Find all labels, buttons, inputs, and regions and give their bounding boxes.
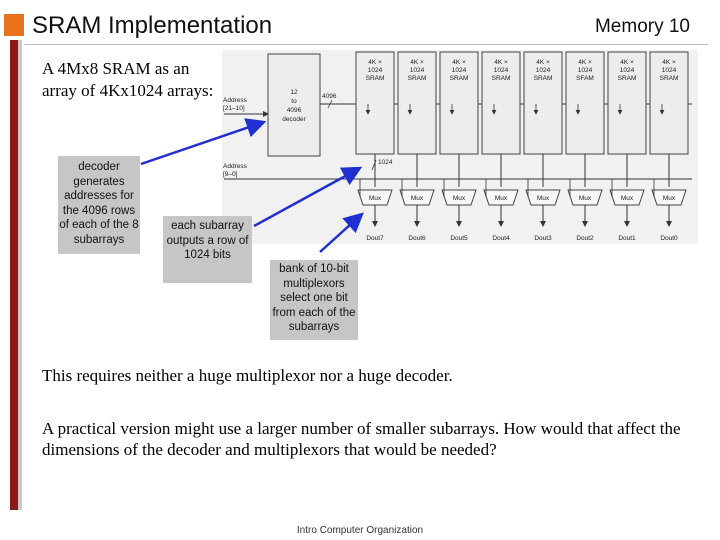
address-lo-label-1: [9–0] <box>223 171 238 178</box>
mux-shape <box>567 189 603 206</box>
sram-label-line: SRAM <box>408 75 427 82</box>
sram-label-line: 1024 <box>662 67 677 74</box>
address-hi-label-1: [21–10] <box>223 105 245 112</box>
bus-4096-slash <box>327 99 333 109</box>
sram-box <box>649 51 689 155</box>
mux-label: Mux <box>453 195 466 202</box>
decoder-label-1: to <box>291 98 297 105</box>
intro-text: A 4Mx8 SRAM as an array of 4Kx1024 array… <box>42 59 214 100</box>
sram-label-line: 1024 <box>452 67 467 74</box>
sram-label-line: 4K × <box>452 59 466 66</box>
mux-label: Mux <box>621 195 634 202</box>
mux-label: Mux <box>663 195 676 202</box>
arrow-subarray <box>253 166 363 228</box>
sram-label-line: SFAM <box>576 75 594 82</box>
sram-diagram: 12 to 4096 decoder Address [21–10] 4096 … <box>222 50 698 244</box>
sram-box <box>565 51 605 155</box>
mux-label: Mux <box>495 195 508 202</box>
callout-mux: bank of 10-bit multiplexors select one b… <box>270 260 358 340</box>
left-accent-bar <box>10 40 18 510</box>
decoder-label-0: 12 <box>290 89 298 96</box>
decoder-box <box>267 53 321 157</box>
footer-text: Intro Computer Organization <box>296 525 424 536</box>
sram-box <box>439 51 479 155</box>
mux-shape <box>357 189 393 206</box>
arrow-mux <box>319 212 364 253</box>
sram-label-line: 1024 <box>494 67 509 74</box>
sram-label-line: SRAM <box>660 75 679 82</box>
dout-label: Dout7 <box>366 235 384 242</box>
sram-label-line: 1024 <box>620 67 635 74</box>
mux-shape <box>525 189 561 206</box>
sram-label-line: 4K × <box>662 59 676 66</box>
sram-label-line: 4K × <box>620 59 634 66</box>
sram-box <box>481 51 521 155</box>
mux-shape <box>441 189 477 206</box>
dout-label: Dout0 <box>660 235 678 242</box>
mux-label: Mux <box>537 195 550 202</box>
paragraph-2: A practical version might use a larger n… <box>42 419 681 459</box>
sram-label-line: SRAM <box>450 75 469 82</box>
arrow-decoder <box>140 118 267 166</box>
sram-box <box>355 51 395 155</box>
sram-label-line: SRAM <box>492 75 511 82</box>
address-hi-label-0: Address <box>223 97 248 104</box>
decoder-label-2: 4096 <box>287 107 302 114</box>
left-accent-bar-shadow <box>18 40 22 510</box>
dout-label: Dout5 <box>450 235 468 242</box>
paragraph-1: This requires neither a huge multiplexor… <box>42 366 453 385</box>
sram-label-line: 4K × <box>410 59 424 66</box>
mux-label: Mux <box>579 195 592 202</box>
bus-1024-label: 1024 <box>378 159 393 166</box>
mux-shape <box>609 189 645 206</box>
mux-shape <box>399 189 435 206</box>
dout-label: Dout6 <box>408 235 426 242</box>
footer: Intro Computer Organization <box>0 525 720 536</box>
sram-label-line: 1024 <box>578 67 593 74</box>
mux-label: Mux <box>369 195 382 202</box>
address-lo-label-0: Address <box>223 163 248 170</box>
dout-label: Dout4 <box>492 235 510 242</box>
sram-box <box>607 51 647 155</box>
sram-box <box>523 51 563 155</box>
dout-label: Dout2 <box>576 235 594 242</box>
sram-label-line: 1024 <box>410 67 425 74</box>
slide-number: Memory 10 <box>594 16 690 37</box>
decoder-label-3: decoder <box>282 116 306 123</box>
title-divider <box>24 44 708 45</box>
sram-label-line: SRAM <box>618 75 637 82</box>
slide-title: SRAM Implementation <box>32 12 273 39</box>
sram-label-line: SRAM <box>534 75 553 82</box>
mux-label: Mux <box>411 195 424 202</box>
sram-label-line: 1024 <box>368 67 383 74</box>
callout-subarray: each subarray outputs a row of 1024 bits <box>163 216 252 283</box>
sram-label-line: 1024 <box>536 67 551 74</box>
mux-shape <box>651 189 687 206</box>
sram-label-line: 4K × <box>536 59 550 66</box>
title-accent-square <box>4 14 24 36</box>
dout-label: Dout3 <box>534 235 552 242</box>
callout-decoder: decoder generates addresses for the 4096… <box>58 156 140 254</box>
dout-label: Dout1 <box>618 235 636 242</box>
mux-shape <box>483 189 519 206</box>
sram-label-line: 4K × <box>494 59 508 66</box>
sram-box <box>397 51 437 155</box>
sram-label-line: SRAM <box>366 75 385 82</box>
bus-4096-label: 4096 <box>322 93 337 100</box>
sram-label-line: 4K × <box>368 59 382 66</box>
sram-label-line: 4K × <box>578 59 592 66</box>
